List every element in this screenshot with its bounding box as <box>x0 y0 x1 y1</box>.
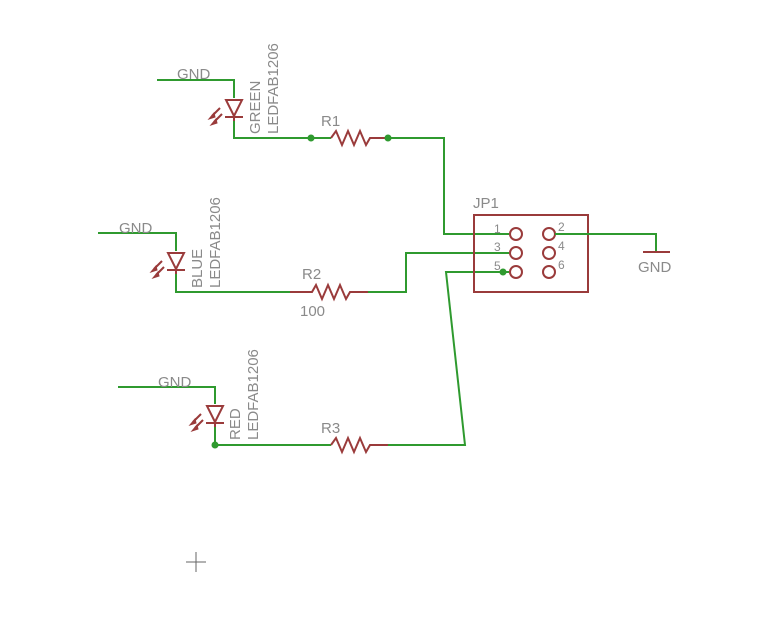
resistor-r1[interactable]: R1 <box>321 113 388 148</box>
jp1-pin-3[interactable] <box>509 246 523 260</box>
green-led-value: LEDFAB1206 <box>265 43 282 134</box>
red-gnd-label: GND <box>158 374 192 391</box>
r2-to-pin3-wire[interactable] <box>368 252 509 293</box>
green-r1-wire[interactable] <box>233 121 331 139</box>
crosshair-cursor-icon <box>186 552 206 572</box>
r3-to-pin5-wire[interactable] <box>388 271 509 446</box>
r1-to-pin1-wire[interactable] <box>388 137 509 235</box>
jp1-name: JP1 <box>473 195 499 212</box>
red-led-value: LEDFAB1206 <box>245 349 262 440</box>
green-led-symbol[interactable] <box>207 99 244 127</box>
jp1-pin-1[interactable] <box>509 227 523 241</box>
green-led-branch: GND GREEN LEDFAB1206 <box>157 43 331 142</box>
r3-name: R3 <box>321 420 340 437</box>
green-gnd-label: GND <box>177 66 211 83</box>
blue-gnd-wire[interactable] <box>98 232 177 251</box>
r2-value: 100 <box>300 303 325 320</box>
jp1-pin-2[interactable] <box>542 227 556 241</box>
jp1-pin-5[interactable] <box>509 265 523 279</box>
junction-red-led <box>211 441 219 449</box>
blue-led-name: BLUE <box>189 249 206 288</box>
jp1-outline <box>473 214 589 293</box>
jp1-pin-4[interactable] <box>542 246 556 260</box>
jp1-pin-label-6: 6 <box>558 258 565 272</box>
jp1-pin-label-1: 1 <box>494 222 501 236</box>
blue-led-branch: GND BLUE LEDFAB1206 <box>98 197 312 293</box>
blue-gnd-label: GND <box>119 220 153 237</box>
jp1-pin-label-5: 5 <box>494 259 501 273</box>
green-led-name: GREEN <box>247 81 264 134</box>
pin2-gnd-label: GND <box>638 259 672 276</box>
jp1-pin-label-2: 2 <box>558 220 565 234</box>
blue-led-value: LEDFAB1206 <box>207 197 224 288</box>
jp1-pin-label-3: 3 <box>494 240 501 254</box>
jp1-pin-6[interactable] <box>542 265 556 279</box>
green-gnd-wire[interactable] <box>157 79 235 98</box>
r2-name: R2 <box>302 266 321 283</box>
resistor-r2[interactable]: R2 100 <box>290 266 368 320</box>
red-led-name: RED <box>227 408 244 440</box>
blue-led-symbol[interactable] <box>149 252 186 280</box>
resistor-r3[interactable]: R3 <box>321 420 388 455</box>
r1-name: R1 <box>321 113 340 130</box>
jp1-pin-label-4: 4 <box>558 239 565 253</box>
pin2-gnd-wire[interactable] <box>555 233 657 251</box>
red-led-branch: GND RED LEDFAB1206 <box>118 349 331 449</box>
red-led-symbol[interactable] <box>188 405 225 433</box>
junction-r1-left <box>307 134 315 142</box>
header-jp1[interactable]: JP1 1 2 3 4 5 6 <box>473 195 589 293</box>
red-gnd-wire[interactable] <box>118 386 216 404</box>
junction-pin5 <box>499 268 507 276</box>
blue-r2-wire[interactable] <box>175 274 312 293</box>
